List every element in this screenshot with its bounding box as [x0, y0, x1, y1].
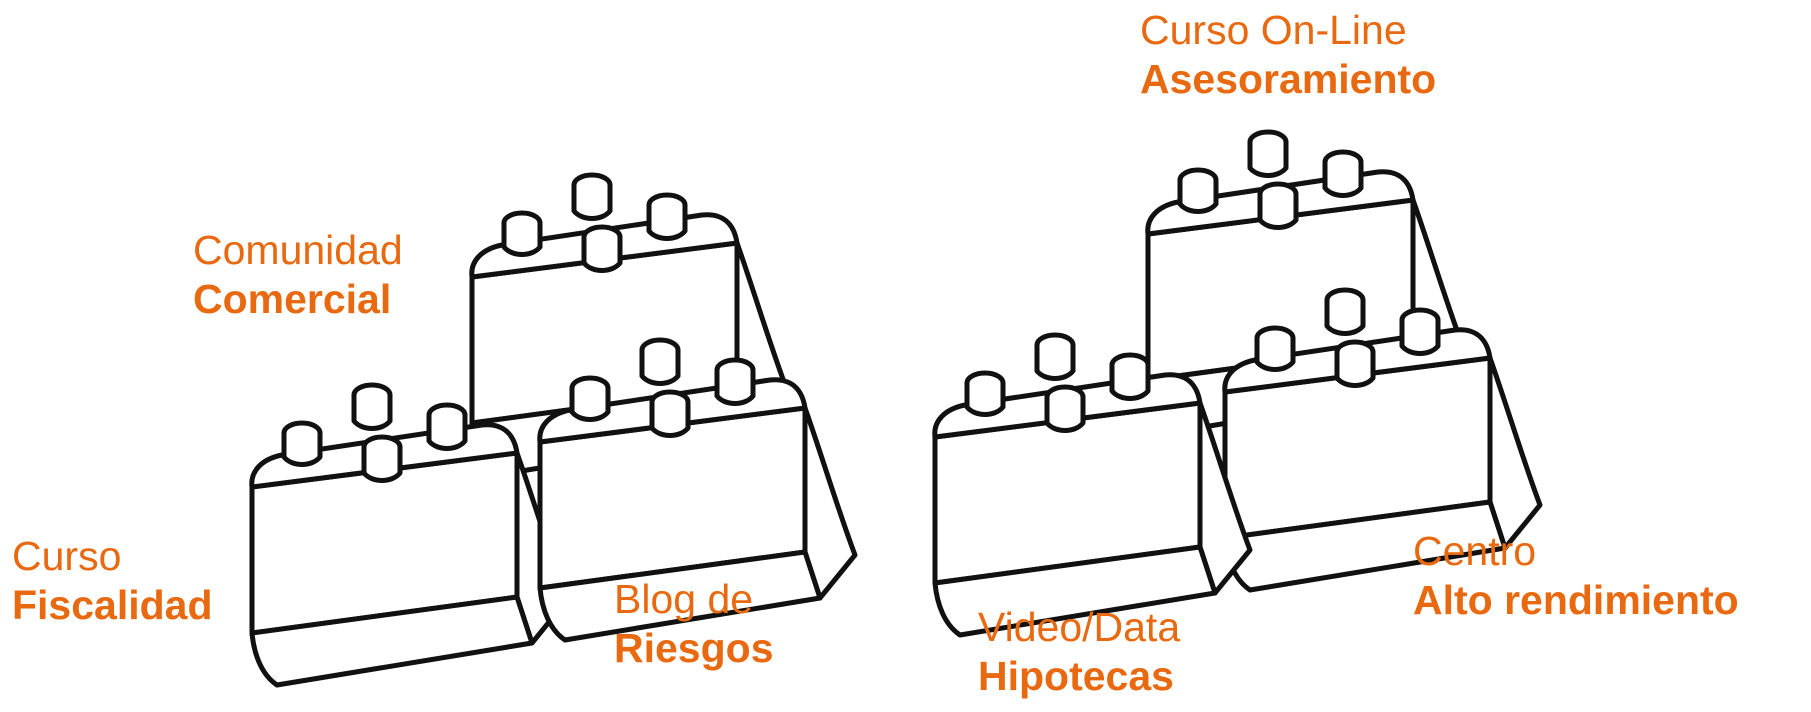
label-asesoramiento-line1: Curso On-Line: [1140, 7, 1407, 53]
label-alto-rendimiento-line2: Alto rendimiento: [1413, 577, 1739, 623]
label-comercial-line1: Comunidad: [193, 227, 403, 273]
label-hipotecas-line1: Video/Data: [978, 604, 1181, 650]
label-comercial-line2: Comercial: [193, 276, 392, 322]
label-fiscalidad-line1: Curso: [12, 533, 122, 579]
label-comercial: Comunidad Comercial: [193, 226, 403, 324]
label-asesoramiento: Curso On-Line Asesoramiento: [1140, 6, 1436, 104]
label-alto-rendimiento-line1: Centro: [1413, 528, 1537, 574]
label-riesgos-line2: Riesgos: [614, 625, 774, 671]
label-alto-rendimiento: Centro Alto rendimiento: [1413, 527, 1739, 625]
label-hipotecas-line2: Hipotecas: [978, 653, 1174, 699]
label-fiscalidad: Curso Fiscalidad: [12, 532, 213, 630]
label-riesgos: Blog de Riesgos: [614, 575, 774, 673]
label-riesgos-line1: Blog de: [614, 576, 754, 622]
label-hipotecas: Video/Data Hipotecas: [978, 603, 1180, 701]
label-fiscalidad-line2: Fiscalidad: [12, 582, 213, 628]
label-asesoramiento-line2: Asesoramiento: [1140, 56, 1437, 102]
